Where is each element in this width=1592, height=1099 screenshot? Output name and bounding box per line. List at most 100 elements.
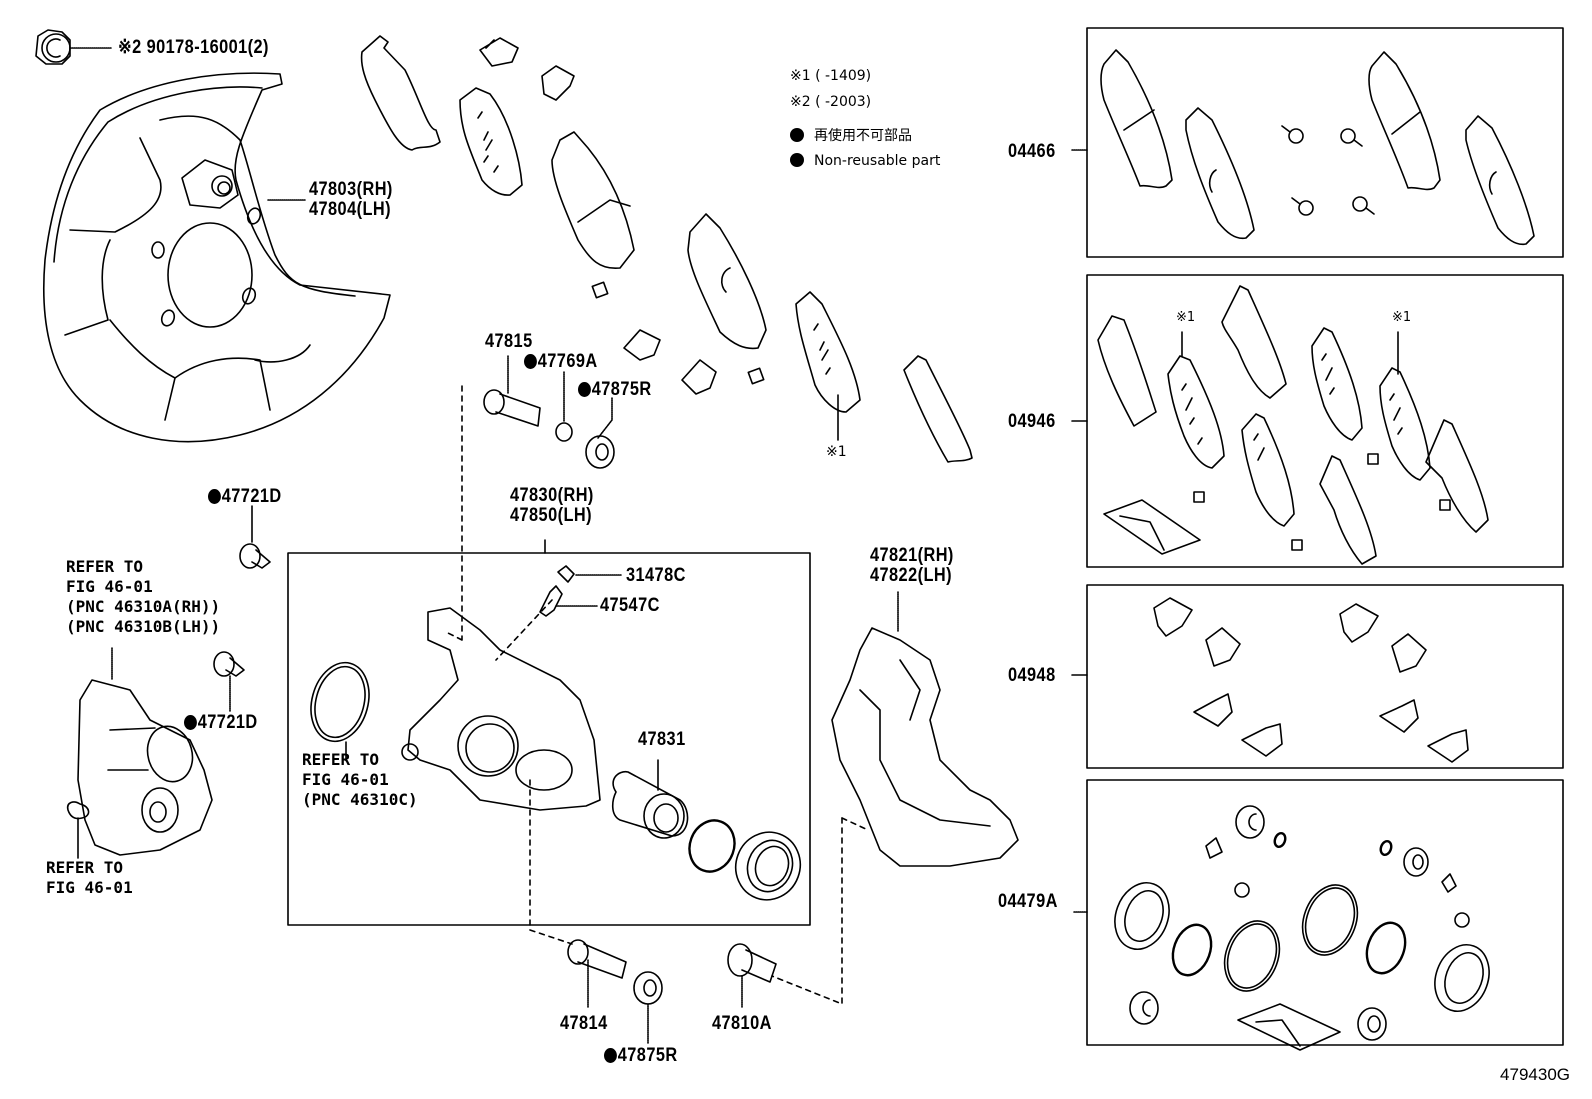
brake-pad-icon[interactable] [688,214,766,348]
cylinder-boot-icon[interactable] [1404,848,1428,876]
refer-ring-note[interactable]: REFER TO FIG 46-01 (PNC 46310C) [302,750,418,810]
brake-pad-icon[interactable] [1369,52,1440,189]
anti-squeal-shim-icon[interactable] [1320,456,1376,564]
cylinder-boot-icon[interactable] [556,423,572,441]
anti-squeal-shim-icon[interactable] [1312,328,1362,440]
anti-squeal-shim-icon[interactable] [796,292,860,412]
bleeder-cap-icon[interactable] [1206,838,1222,858]
anti-squeal-shim-icon[interactable] [1426,420,1488,532]
brake-pad-icon[interactable] [552,132,634,268]
grease-pack-icon[interactable] [1104,500,1200,554]
nut-part-label[interactable]: ※2 90178-16001(2) [118,37,269,58]
pad-wear-indicator-icon[interactable] [1292,540,1302,550]
disc-dust-cover-icon[interactable] [44,73,390,441]
anti-squeal-shim-icon[interactable] [362,36,440,150]
pad-support-plate-icon[interactable] [1194,694,1232,726]
cylinder-boot-icon[interactable] [726,823,809,909]
piston-47831-label[interactable]: 47831 [638,729,686,750]
slide-pin-icon[interactable] [568,940,626,978]
cylinder-boot-icon[interactable] [634,972,662,1004]
anti-squeal-shim-icon[interactable] [460,88,522,195]
bolt-icon[interactable] [728,944,776,982]
bleeder-cap-icon[interactable] [1442,874,1456,892]
pad-support-plate-icon[interactable] [1154,598,1192,636]
anti-squeal-shim-icon[interactable] [1380,368,1430,480]
parking-brake-actuator-icon[interactable] [78,680,212,855]
bushing-icon[interactable] [1455,913,1469,927]
mounting-lh-label[interactable]: 47822(LH) [870,565,952,586]
caliper-mounting-icon[interactable] [832,628,1018,866]
pin-47815-label[interactable]: 47815 [485,331,533,352]
bolt-47721D-top-label[interactable]: 47721D [208,487,282,507]
dust-boot-icon[interactable] [1130,992,1158,1024]
bleeder-plug-icon[interactable] [540,586,562,616]
o-ring-small-icon[interactable] [1379,840,1393,857]
bolt-47721D-bottom-label[interactable]: 47721D [184,713,258,733]
pin-47814-label[interactable]: 47814 [560,1013,608,1034]
nut-icon[interactable] [36,30,70,64]
pad-wear-indicator-icon[interactable] [1440,500,1450,510]
pad-support-plate-icon[interactable] [682,360,716,394]
caliper-lh-label[interactable]: 47850(LH) [510,505,592,526]
piston-seal-icon[interactable] [1360,917,1412,978]
pad-support-plate-icon[interactable] [1428,730,1468,762]
caliper-ring-icon[interactable] [303,656,378,748]
cylinder-boot-icon[interactable] [1426,937,1498,1019]
slide-pin-icon[interactable] [484,390,540,426]
kit-04946-label[interactable]: 04946 [1008,411,1056,432]
brake-pad-icon[interactable] [1466,116,1534,244]
bushing-icon[interactable] [1235,883,1249,897]
cylinder-boot-icon[interactable] [1106,875,1178,957]
pad-bolt-icon[interactable] [1292,198,1313,215]
pad-wear-indicator-icon[interactable] [592,282,607,297]
dust-cover-lh-label[interactable]: 47804(LH) [309,199,391,220]
kit-04479A-label[interactable]: 04479A [998,891,1058,912]
pad-wear-indicator-icon[interactable] [748,368,763,383]
anti-squeal-shim-icon[interactable] [1098,316,1156,426]
pad-support-plate-icon[interactable] [480,38,518,66]
caliper-ring-icon[interactable] [1293,877,1366,962]
cylinder-boot-icon[interactable] [1358,1008,1386,1040]
dust-boot-icon[interactable] [1236,806,1264,838]
bolt-icon[interactable] [214,652,244,676]
pad-support-plate-icon[interactable] [1392,634,1426,672]
pad-support-plate-icon[interactable] [1380,700,1418,732]
boot-47769A-label[interactable]: 47769A [524,352,598,372]
bleeder-plug-47547C-label[interactable]: 47547C [600,595,660,616]
caliper-ring-icon[interactable] [1215,913,1288,998]
pad-support-plate-icon[interactable] [1242,724,1282,756]
bolt-icon[interactable] [240,544,270,568]
pad-support-plate-icon[interactable] [542,66,574,100]
pad-bolt-icon[interactable] [1353,197,1374,214]
pad-support-plate-icon[interactable] [1206,628,1240,666]
caliper-cylinder-icon[interactable] [402,608,600,810]
caliper-rh-label[interactable]: 47830(RH) [510,485,594,506]
actuator-seal-icon[interactable] [68,802,89,819]
pad-bolt-icon[interactable] [1282,126,1303,143]
pad-bolt-icon[interactable] [1341,129,1362,146]
pad-support-plate-icon[interactable] [624,330,660,360]
pad-wear-indicator-icon[interactable] [1368,454,1378,464]
bolt-47810A-label[interactable]: 47810A [712,1013,772,1034]
dust-cover-rh-label[interactable]: 47803(RH) [309,179,393,200]
piston-seal-icon[interactable] [682,814,741,878]
brake-pad-icon[interactable] [1186,108,1254,238]
kit-04948-label[interactable]: 04948 [1008,665,1056,686]
bleeder-cap-31478C-label[interactable]: 31478C [626,565,686,586]
anti-squeal-shim-icon[interactable] [1168,356,1224,468]
bleeder-cap-icon[interactable] [558,566,574,582]
anti-squeal-shim-icon[interactable] [1242,414,1294,526]
boot-47875R-bottom-label[interactable]: 47875R [604,1046,678,1066]
cylinder-boot-icon[interactable] [586,436,614,468]
pad-wear-indicator-icon[interactable] [1194,492,1204,502]
kit-04466-label[interactable]: 04466 [1008,141,1056,162]
anti-squeal-shim-icon[interactable] [1222,286,1286,398]
boot-47875R-top-label[interactable]: 47875R [578,380,652,400]
grease-pack-icon[interactable] [1238,1004,1340,1050]
anti-squeal-shim-icon[interactable] [904,356,972,462]
pad-support-plate-icon[interactable] [1340,604,1378,642]
mounting-rh-label[interactable]: 47821(RH) [870,545,954,566]
refer-actuator-note[interactable]: REFER TO FIG 46-01 (PNC 46310A(RH)) (PNC… [66,557,220,637]
o-ring-small-icon[interactable] [1273,832,1287,849]
brake-pad-icon[interactable] [1101,50,1172,187]
